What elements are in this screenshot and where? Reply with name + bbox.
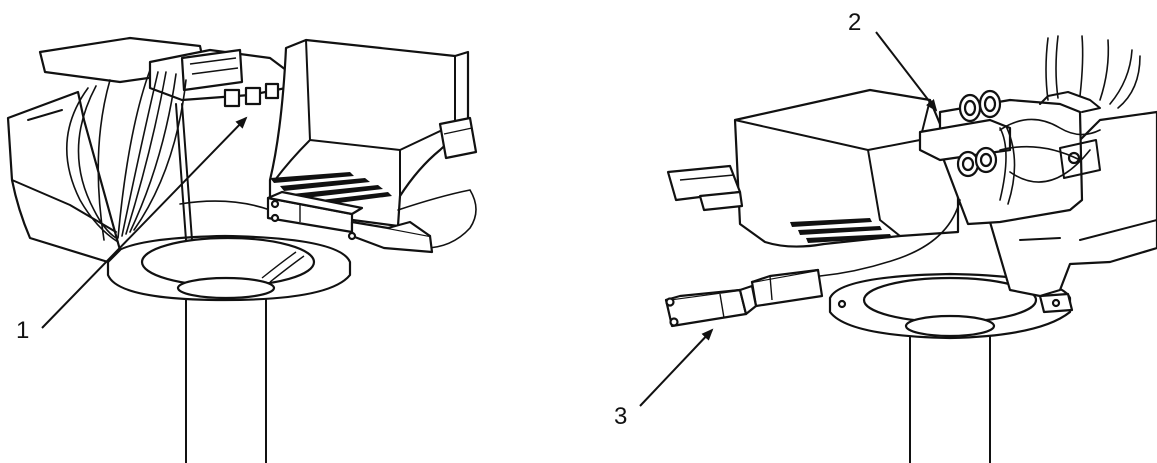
callout-1-label: 1 — [16, 317, 29, 344]
right-lamp-sockets — [956, 89, 1002, 178]
left-side-tab — [438, 116, 478, 160]
left-base-flange — [106, 234, 352, 302]
right-pole — [909, 329, 991, 463]
callout-3-label: 3 — [614, 403, 627, 430]
left-connector — [179, 189, 477, 254]
right-side-tab — [666, 164, 744, 212]
callout-2: 2 — [848, 9, 938, 112]
right-wire-bundle — [999, 35, 1141, 205]
right-connector — [664, 199, 961, 328]
left-pole — [185, 289, 267, 463]
right-fixture-view — [664, 35, 1157, 463]
left-fixture-view — [6, 36, 478, 463]
callout-3: 3 — [614, 328, 714, 430]
callout-2-label: 2 — [848, 9, 861, 36]
left-top-bracket — [38, 36, 288, 108]
right-vents — [790, 218, 892, 243]
left-arm-housing — [6, 90, 122, 264]
callout-1: 1 — [16, 116, 248, 344]
left-wire-bundle — [66, 69, 193, 243]
right-head-housing — [733, 88, 960, 248]
